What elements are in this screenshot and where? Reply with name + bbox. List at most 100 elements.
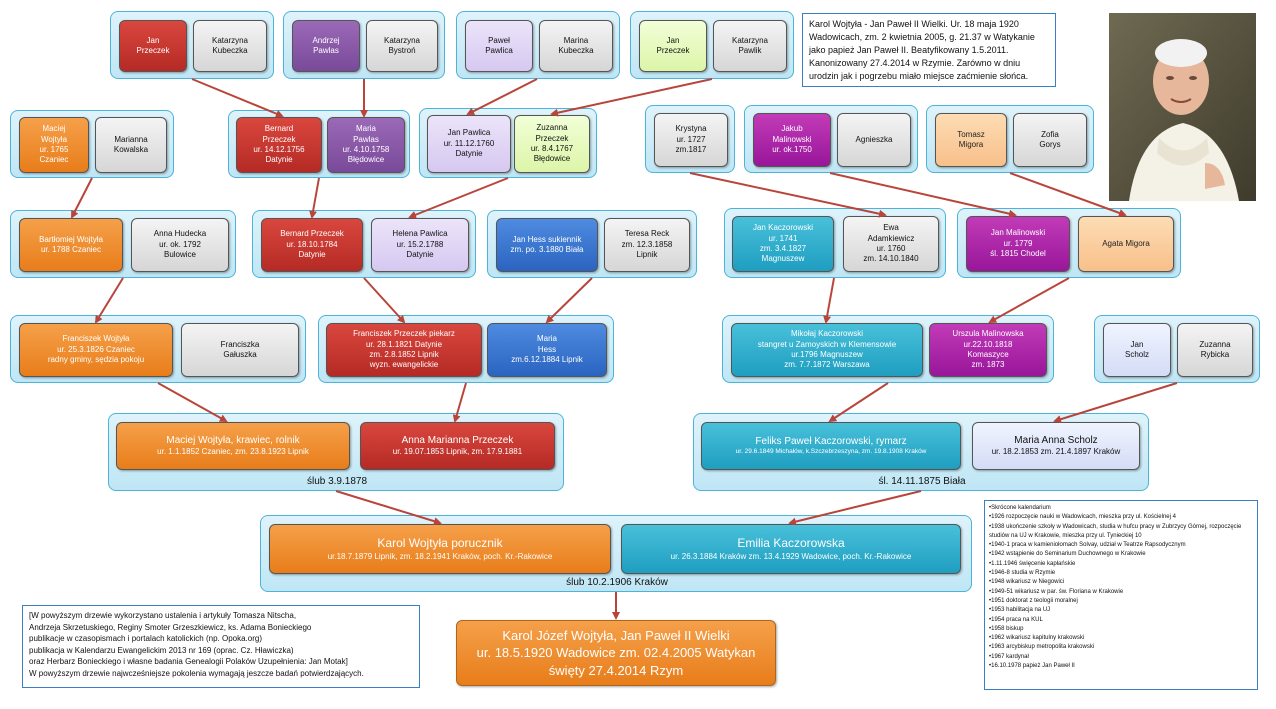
timeline-item: Skrócone kalendarium bbox=[989, 504, 1253, 513]
couple-hess-reck: Jan Hess sukiennik zm. po. 3.1880 Biała … bbox=[487, 210, 697, 278]
person-marianna-kowalska[interactable]: Marianna Kowalska bbox=[95, 117, 167, 173]
person-maciej-wojtyla-1765[interactable]: Maciej Wojtyła ur. 1765 Czaniec bbox=[19, 117, 89, 173]
person-katarzyna-kubeczka[interactable]: Katarzyna Kubeczka bbox=[193, 20, 267, 72]
person-agnieszka[interactable]: Agnieszka bbox=[837, 113, 911, 167]
child-line-2: ur. 18.5.1920 Wadowice zm. 02.4.2005 Wat… bbox=[476, 645, 756, 661]
person-marina-kubeczka[interactable]: Marina Kubeczka bbox=[539, 20, 613, 72]
karol-name: Karol Wojtyła porucznik bbox=[377, 536, 503, 550]
person-maciej-wojtyla-1852[interactable]: Maciej Wojtyła, krawiec, rolnik ur. 1.1.… bbox=[116, 422, 350, 470]
child-line-3: święty 27.4.2014 Rzym bbox=[548, 662, 684, 678]
couple-wojtyla-hudecka: Bartłomiej Wojtyła ur. 1788 Czaniec Anna… bbox=[10, 210, 236, 278]
person-feliks-kaczorowski[interactable]: Feliks Paweł Kaczorowski, rymarz ur. 29.… bbox=[701, 422, 961, 470]
timeline-item: 1938 ukończenie szkoły w Wadowicach, stu… bbox=[989, 523, 1253, 542]
couple-pawlica-kubeczka: Paweł Pawlica Marina Kubeczka bbox=[456, 11, 620, 79]
maria-info: ur. 18.2.1853 zm. 21.4.1897 Kraków bbox=[991, 447, 1121, 457]
person-zuzanna-przeczek[interactable]: Zuzanna Przeczek ur. 8.4.1767 Błędowice bbox=[514, 115, 590, 173]
person-bernard-przeczek-1756[interactable]: Bernard Przeczek ur. 14.12.1756 Datynie bbox=[236, 117, 322, 173]
person-franciszek-przeczek[interactable]: Franciszek Przeczek piekarz ur. 28.1.182… bbox=[326, 323, 482, 377]
couple-malinowski-agnieszka: Jakub Malinowski ur. ok.1750 Agnieszka bbox=[744, 105, 918, 173]
couple-kaczorowski-scholz: Feliks Paweł Kaczorowski, rymarz ur. 29.… bbox=[693, 413, 1149, 491]
person-katarzyna-pawlik[interactable]: Katarzyna Pawlik bbox=[713, 20, 787, 72]
couple-pawlas-bystron: Andrzej Pawlas Katarzyna Bystroń bbox=[283, 11, 445, 79]
person-ewa-adamkiewicz[interactable]: Ewa Adamkiewicz ur. 1760 zm. 14.10.1840 bbox=[843, 216, 939, 272]
couple-malinowski-migora: Jan Malinowski ur. 1779 śl. 1815 Chodel … bbox=[957, 208, 1181, 278]
couple-migora-gorys: Tomasz Migora Zofia Gorys bbox=[926, 105, 1094, 173]
couple-przeczek-pawlas: Bernard Przeczek ur. 14.12.1756 Datynie … bbox=[228, 110, 410, 178]
timeline-list: Skrócone kalendarium1926 rozpoczęcie nau… bbox=[989, 504, 1253, 671]
child-line-1: Karol Józef Wojtyła, Jan Paweł II Wielki bbox=[502, 627, 730, 643]
person-jakub-malinowski[interactable]: Jakub Malinowski ur. ok.1750 bbox=[753, 113, 831, 167]
timeline-item: 1953 habilitacja na UJ bbox=[989, 606, 1253, 615]
person-helena-pawlica[interactable]: Helena Pawlica ur. 15.2.1788 Datynie bbox=[371, 218, 469, 272]
person-andrzej-pawlas[interactable]: Andrzej Pawlas bbox=[292, 20, 360, 72]
timeline-item: 1.11.1946 święcenie kapłańskie bbox=[989, 560, 1253, 569]
person-krystyna[interactable]: Krystyna ur. 1727 zm.1817 bbox=[654, 113, 728, 167]
couple-kaczorowski-adamkiewicz: Jan Kaczorowski ur. 1741 zm. 3.4.1827 Ma… bbox=[724, 208, 946, 278]
emilia-name: Emilia Kaczorowska bbox=[737, 536, 845, 550]
couple-wojtyla-kowalska: Maciej Wojtyła ur. 1765 Czaniec Marianna… bbox=[10, 110, 174, 178]
person-jan-kaczorowski[interactable]: Jan Kaczorowski ur. 1741 zm. 3.4.1827 Ma… bbox=[732, 216, 834, 272]
feliks-info: ur. 29.6.1849 Michałów, k.Szczebrzeszyna… bbox=[735, 448, 927, 456]
couple-krystyna: Krystyna ur. 1727 zm.1817 bbox=[645, 105, 735, 173]
timeline-item: 16.10.1978 papież Jan Paweł II bbox=[989, 662, 1253, 671]
timeline-item: 1946-8 studia w Rzymie bbox=[989, 569, 1253, 578]
info-box: Karol Wojtyła - Jan Paweł II Wielki. Ur.… bbox=[802, 13, 1056, 87]
couple-przeczek-hess: Franciszek Przeczek piekarz ur. 28.1.182… bbox=[318, 315, 614, 383]
timeline-item: 1954 praca na KUL bbox=[989, 616, 1253, 625]
person-jan-malinowski[interactable]: Jan Malinowski ur. 1779 śl. 1815 Chodel bbox=[966, 216, 1070, 272]
timeline-item: 1967 kardynał bbox=[989, 653, 1253, 662]
person-zuzanna-rybicka[interactable]: Zuzanna Rybicka bbox=[1177, 323, 1253, 377]
person-maria-pawlas[interactable]: Maria Pawlas ur. 4.10.1758 Błędowice bbox=[327, 117, 405, 173]
couple-pawlica-przeczek: Jan Pawlica ur. 11.12.1760 Datynie Zuzan… bbox=[419, 108, 597, 178]
couple-kaczorowski-malinowska: Mikołaj Kaczorowski stangret u Zamoyskic… bbox=[722, 315, 1054, 383]
person-zofia-gorys[interactable]: Zofia Gorys bbox=[1013, 113, 1087, 167]
portrait-image bbox=[1109, 13, 1256, 201]
person-katarzyna-bystron[interactable]: Katarzyna Bystroń bbox=[366, 20, 438, 72]
timeline-item: 1948 wikariusz w Niegowici bbox=[989, 578, 1253, 587]
person-maria-anna-scholz[interactable]: Maria Anna Scholz ur. 18.2.1853 zm. 21.4… bbox=[972, 422, 1140, 470]
timeline-item: 1951 doktorat z teologii moralnej bbox=[989, 597, 1253, 606]
person-emilia-kaczorowska[interactable]: Emilia Kaczorowska ur. 26.3.1884 Kraków … bbox=[621, 524, 961, 574]
person-bernard-przeczek-1784[interactable]: Bernard Przeczek ur. 18.10.1784 Datynie bbox=[261, 218, 363, 272]
maciej-info: ur. 1.1.1852 Czaniec, zm. 23.8.1923 Lipn… bbox=[157, 447, 309, 457]
person-mikolaj-kaczorowski[interactable]: Mikołaj Kaczorowski stangret u Zamoyskic… bbox=[731, 323, 923, 377]
anna-name: Anna Marianna Przeczek bbox=[401, 435, 514, 447]
person-jan-scholz[interactable]: Jan Scholz bbox=[1103, 323, 1171, 377]
person-franciszek-wojtyla[interactable]: Franciszek Wojtyła ur. 25.3.1826 Czaniec… bbox=[19, 323, 173, 377]
person-anna-marianna-przeczek[interactable]: Anna Marianna Przeczek ur. 19.07.1853 Li… bbox=[360, 422, 555, 470]
feliks-name: Feliks Paweł Kaczorowski, rymarz bbox=[755, 436, 907, 448]
wedding-date-parents: ślub 10.2.1906 Kraków bbox=[566, 577, 668, 588]
timeline-item: 1962 wikariusz kapitulny krakowski bbox=[989, 634, 1253, 643]
person-teresa-reck[interactable]: Teresa Reck zm. 12.3.1858 Lipnik bbox=[604, 218, 690, 272]
karol-info: ur.18.7.1879 Lipnik, zm. 18.2.1941 Krakó… bbox=[327, 551, 553, 561]
person-karol-wojtyla-senior[interactable]: Karol Wojtyła porucznik ur.18.7.1879 Lip… bbox=[269, 524, 611, 574]
person-urszula-malinowska[interactable]: Urszula Malinowska ur.22.10.1818 Komaszy… bbox=[929, 323, 1047, 377]
timeline-item: 1963 arcybiskup metropolita krakowski bbox=[989, 643, 1253, 652]
person-jan-przeczek[interactable]: Jan Przeczek bbox=[119, 20, 187, 72]
sources-note: [W powyższym drzewie wykorzystano ustale… bbox=[22, 605, 420, 688]
person-maria-hess[interactable]: Maria Hess zm.6.12.1884 Lipnik bbox=[487, 323, 607, 377]
couple-przeczek-pawlik: Jan Przeczek Katarzyna Pawlik bbox=[630, 11, 794, 79]
wedding-date-kaczorowski: śl. 14.11.1875 Biała bbox=[878, 476, 966, 487]
timeline-item: 1949-51 wikariusz w par. św. Floriana w … bbox=[989, 588, 1253, 597]
couple-scholz-rybicka: Jan Scholz Zuzanna Rybicka bbox=[1094, 315, 1260, 383]
person-anna-hudecka[interactable]: Anna Hudecka ur. ok. 1792 Bulowice bbox=[131, 218, 229, 272]
person-jan-pawel-ii[interactable]: Karol Józef Wojtyła, Jan Paweł II Wielki… bbox=[456, 620, 776, 686]
couple-przeczek-kubeczka: Jan Przeczek Katarzyna Kubeczka bbox=[110, 11, 274, 79]
timeline-box: Skrócone kalendarium1926 rozpoczęcie nau… bbox=[984, 500, 1258, 690]
person-jan-hess[interactable]: Jan Hess sukiennik zm. po. 3.1880 Biała bbox=[496, 218, 598, 272]
wedding-date-wojtyla: ślub 3.9.1878 bbox=[306, 476, 368, 487]
maria-name: Maria Anna Scholz bbox=[1014, 435, 1098, 447]
person-bartlomiej-wojtyla[interactable]: Bartłomiej Wojtyła ur. 1788 Czaniec bbox=[19, 218, 123, 272]
timeline-item: 1926 rozpoczęcie nauki w Wadowicach, mie… bbox=[989, 513, 1253, 522]
person-pawel-pawlica[interactable]: Paweł Pawlica bbox=[465, 20, 533, 72]
person-franciszka-galuszka[interactable]: Franciszka Gałuszka bbox=[181, 323, 299, 377]
person-agata-migora[interactable]: Agata Migora bbox=[1078, 216, 1174, 272]
emilia-info: ur. 26.3.1884 Kraków zm. 13.4.1929 Wadow… bbox=[670, 551, 912, 561]
person-jan-przeczek-2[interactable]: Jan Przeczek bbox=[639, 20, 707, 72]
maciej-name: Maciej Wojtyła, krawiec, rolnik bbox=[166, 435, 300, 447]
person-tomasz-migora[interactable]: Tomasz Migora bbox=[935, 113, 1007, 167]
couple-parents: Karol Wojtyła porucznik ur.18.7.1879 Lip… bbox=[260, 515, 972, 592]
person-jan-pawlica[interactable]: Jan Pawlica ur. 11.12.1760 Datynie bbox=[427, 115, 511, 173]
